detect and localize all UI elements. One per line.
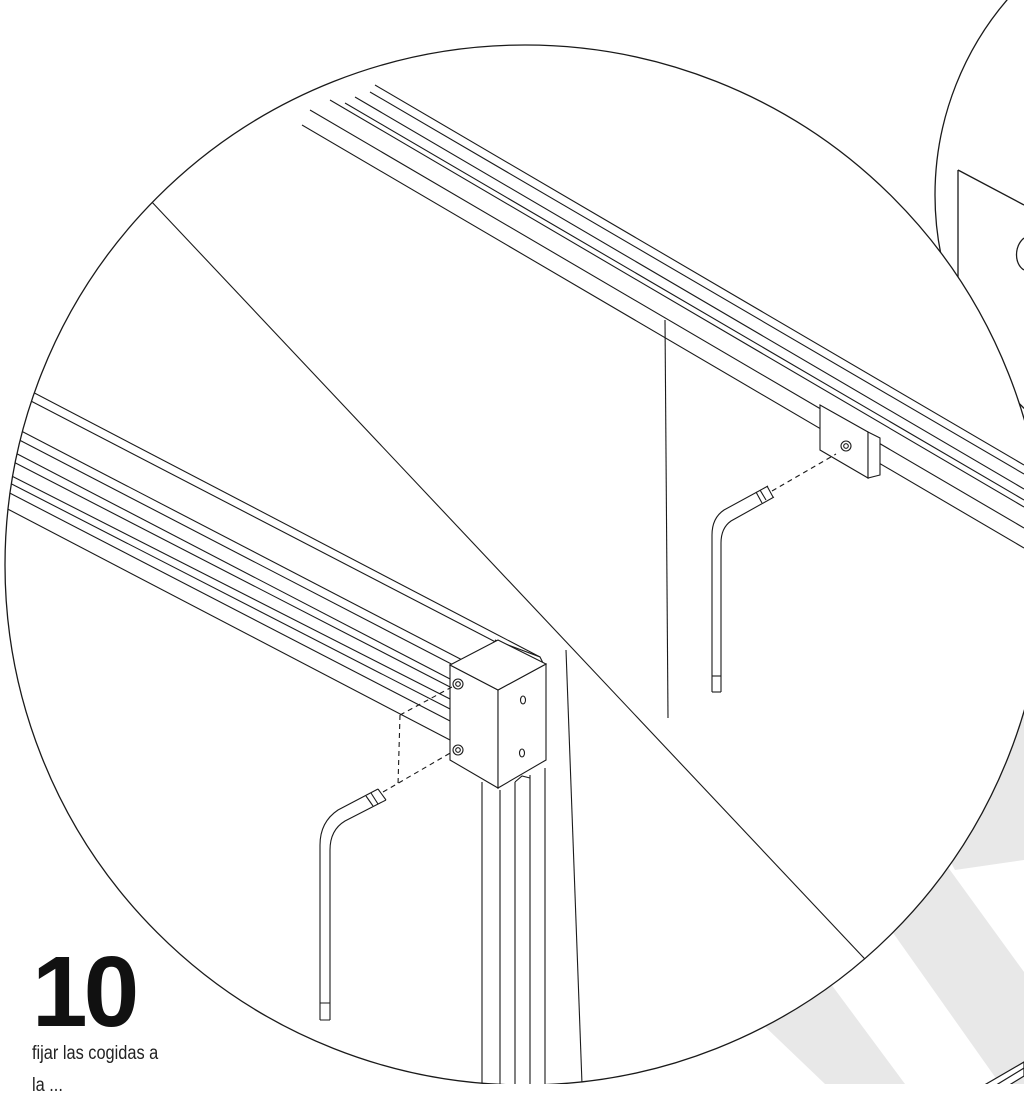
end-bracket bbox=[448, 639, 548, 789]
dash-guides bbox=[382, 686, 453, 793]
top-rail bbox=[301, 84, 1024, 549]
split-line bbox=[149, 199, 961, 1061]
main-rail bbox=[5, 374, 541, 741]
step-caption-line1: fijar las cogidas a bbox=[32, 1043, 159, 1064]
hex-key-left bbox=[319, 788, 387, 1021]
panel-edge bbox=[664, 319, 669, 719]
hex-key-right bbox=[711, 485, 775, 693]
lower-right-part bbox=[984, 1061, 1024, 1084]
step-number: 10 bbox=[32, 936, 139, 1048]
dash-guide bbox=[771, 453, 837, 492]
step-block: 10 fijar las cogidas a la ... bbox=[32, 936, 252, 1100]
small-bracket bbox=[819, 404, 881, 479]
vertical-frame bbox=[481, 649, 583, 1084]
step-caption-line2: la ... bbox=[32, 1075, 63, 1096]
main-detail-circle bbox=[4, 44, 1024, 1084]
